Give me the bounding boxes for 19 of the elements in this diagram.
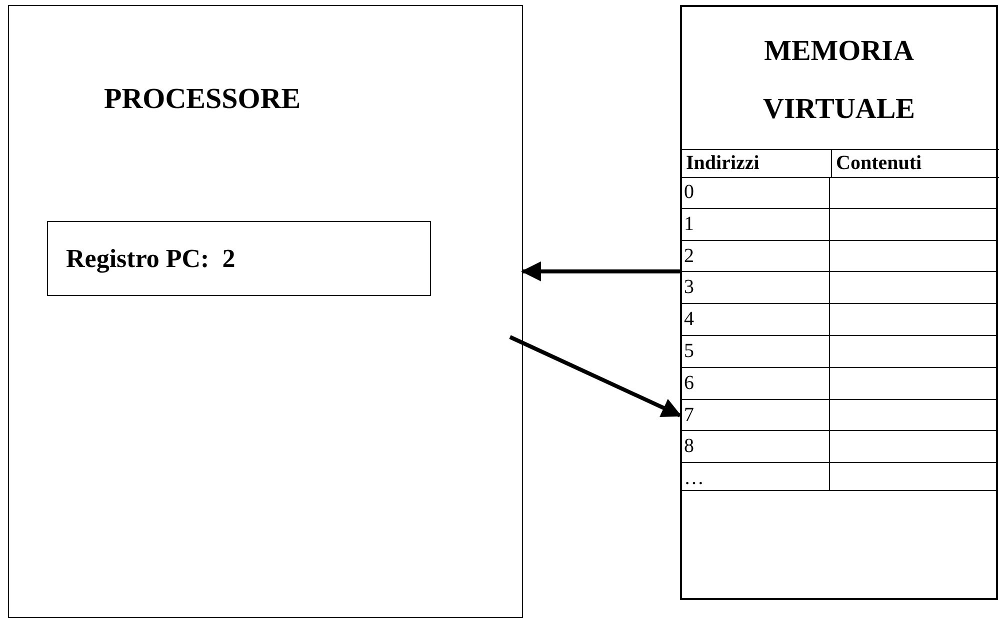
address-cell: 6	[680, 368, 830, 400]
address-cell: 5	[680, 336, 830, 368]
address-cell: …	[680, 463, 830, 492]
processor-title: PROCESSORE	[104, 82, 301, 117]
address-cell: 3	[680, 272, 830, 304]
address-cell: 8	[680, 431, 830, 464]
processor-box	[8, 5, 523, 618]
arrow	[509, 335, 682, 418]
arrow	[521, 261, 680, 282]
address-cell: 0	[680, 177, 830, 209]
memory-box	[680, 5, 998, 600]
memory-title: MEMORIA VIRTUALE	[762, 34, 916, 127]
address-cell: 1	[680, 208, 830, 241]
address-cell: 4	[680, 304, 830, 336]
address-cell: 2	[680, 240, 830, 272]
column-header: Indirizzi	[682, 149, 832, 178]
register-box: Registro PC: 2	[47, 221, 431, 296]
address-cell: 7	[680, 400, 830, 432]
column-header: Contenuti	[832, 149, 999, 178]
